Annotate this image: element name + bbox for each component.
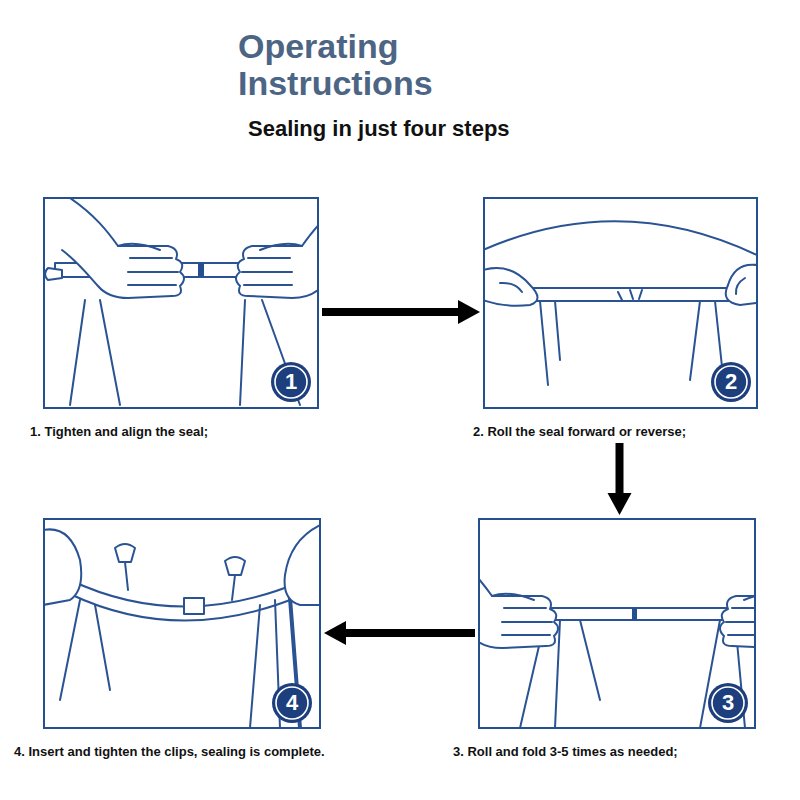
step-caption: 4. Insert and tighten the clips, sealing…	[14, 743, 326, 760]
illustration-line	[540, 301, 725, 395]
flow-arrow	[322, 300, 480, 324]
illustration-line	[125, 562, 235, 600]
illustration-line	[45, 268, 62, 280]
illustration-line	[242, 244, 302, 285]
diagram-title: Operating Instructions	[238, 28, 473, 102]
step-caption: 2. Roll the seal forward or reverse;	[473, 423, 773, 440]
step-number-circle: 1	[270, 361, 312, 403]
illustration-line	[285, 525, 319, 605]
illustration-line	[726, 265, 756, 305]
illustration-line	[618, 290, 642, 300]
step-two-drawing	[485, 221, 756, 395]
illustration-line	[43, 198, 800, 728]
step-panel: 4. Insert and tighten the clips, sealing…	[43, 518, 321, 760]
illustration-line	[540, 608, 740, 620]
step-panel: 3. Roll and fold 3-5 times as needed;3	[478, 518, 756, 760]
step-one-drawing	[45, 199, 317, 405]
step-four-drawing	[45, 525, 319, 727]
illustration-line	[70, 300, 300, 405]
callout-number: 3	[707, 682, 749, 724]
arrow-shaft	[322, 308, 460, 316]
step-three-drawing	[480, 548, 754, 727]
illustration-line	[70, 580, 300, 621]
illustration-line	[485, 221, 756, 255]
flow-arrow	[608, 443, 632, 515]
illustration-line	[198, 263, 204, 277]
illustration-line	[60, 600, 280, 727]
illustration-line	[45, 529, 81, 605]
illustration-line	[492, 594, 552, 635]
illustration-line	[736, 278, 745, 294]
illustration-line	[720, 548, 754, 648]
illustration-line	[480, 548, 558, 648]
badge-fill	[708, 683, 748, 723]
illustration-line	[236, 199, 317, 298]
illustration-line	[118, 244, 178, 285]
step-caption: 3. Roll and fold 3-5 times as needed;	[453, 743, 753, 760]
badge-fill	[272, 683, 312, 723]
step-number-circle: 4	[271, 682, 313, 724]
illustration-line	[236, 199, 317, 298]
illustration-line	[480, 548, 558, 648]
step-number-circle: 3	[707, 682, 749, 724]
badge-fill	[711, 362, 751, 402]
illustration-line	[500, 283, 522, 292]
badge-fill	[271, 362, 311, 402]
subtitle-label: Sealing in just four steps	[248, 116, 510, 142]
illustration-line	[62, 199, 184, 298]
arrow-head	[608, 493, 632, 515]
arrow-head	[324, 621, 346, 645]
flow-arrow	[324, 621, 475, 645]
illustration-line	[726, 594, 754, 635]
callout-number: 2	[710, 361, 752, 403]
step-panel: 1. Tighten and align the seal;1	[43, 197, 319, 440]
arrow-shaft	[344, 629, 475, 637]
step-caption: 1. Tighten and align the seal;	[30, 423, 320, 440]
illustration-line	[115, 544, 245, 575]
callout-number: 1	[270, 361, 312, 403]
arrow-head	[458, 300, 480, 324]
step-number-circle: 2	[710, 361, 752, 403]
illustration-line	[62, 199, 184, 298]
step-panel: 2. Roll the seal forward or reverse;2	[483, 197, 758, 440]
illustration-line	[485, 268, 538, 306]
illustration-line	[632, 608, 637, 620]
callout-number: 4	[271, 682, 313, 724]
illustration-line	[184, 598, 204, 614]
arrow-shaft	[616, 443, 624, 495]
illustration-line	[720, 548, 754, 648]
